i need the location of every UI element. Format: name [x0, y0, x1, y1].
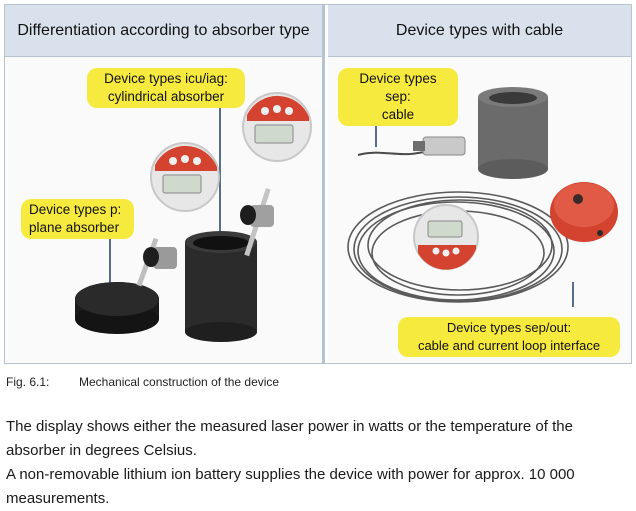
- callout-icu-line2: cylindrical absorber: [107, 89, 225, 104]
- callout-icu-iag: Device types icu/iag: cylindrical absorb…: [87, 68, 245, 108]
- callout-sepout-line2: cable and current loop interface: [417, 338, 601, 353]
- cable-devices-illustration: [347, 87, 618, 307]
- left-column-header: Differentiation according to absorber ty…: [5, 5, 322, 57]
- callout-sep: Device types sep: cable: [338, 68, 458, 126]
- body-paragraph-1: The display shows either the measured la…: [6, 418, 573, 459]
- callout-sep-out: Device types sep/out: cable and current …: [398, 317, 620, 357]
- absorber-devices-illustration: [75, 92, 312, 342]
- figure-caption-text: Mechanical construction of the device: [79, 375, 280, 389]
- right-column-header: Device types with cable: [328, 5, 631, 57]
- right-column: Device types with cable: [328, 5, 631, 363]
- figure-caption: Fig. 6.1: Mechanical construction of the …: [6, 375, 279, 389]
- body-paragraph-2: A non-removable lithium ion battery supp…: [6, 466, 575, 507]
- callout-plane: Device types p: plane absorber: [21, 199, 134, 239]
- callout-icu-line1: Device types icu/iag:: [104, 71, 228, 86]
- figure-6-1: Differentiation according to absorber ty…: [4, 4, 632, 364]
- callout-p-line2: plane absorber: [29, 220, 120, 235]
- body-text: The display shows either the measured la…: [6, 415, 626, 511]
- figure-caption-number: Fig. 6.1:: [6, 375, 50, 389]
- callout-sepout-line1: Device types sep/out:: [446, 320, 572, 335]
- callout-sep-line1: Device types sep:: [359, 71, 437, 104]
- left-column: Differentiation according to absorber ty…: [5, 5, 325, 363]
- callout-p-line1: Device types p:: [29, 202, 122, 217]
- right-photo-panel: Device types sep: cable Device types sep…: [328, 57, 631, 363]
- callout-sep-line2: cable: [381, 107, 415, 122]
- left-photo-panel: Device types icu/iag: cylindrical absorb…: [5, 57, 322, 363]
